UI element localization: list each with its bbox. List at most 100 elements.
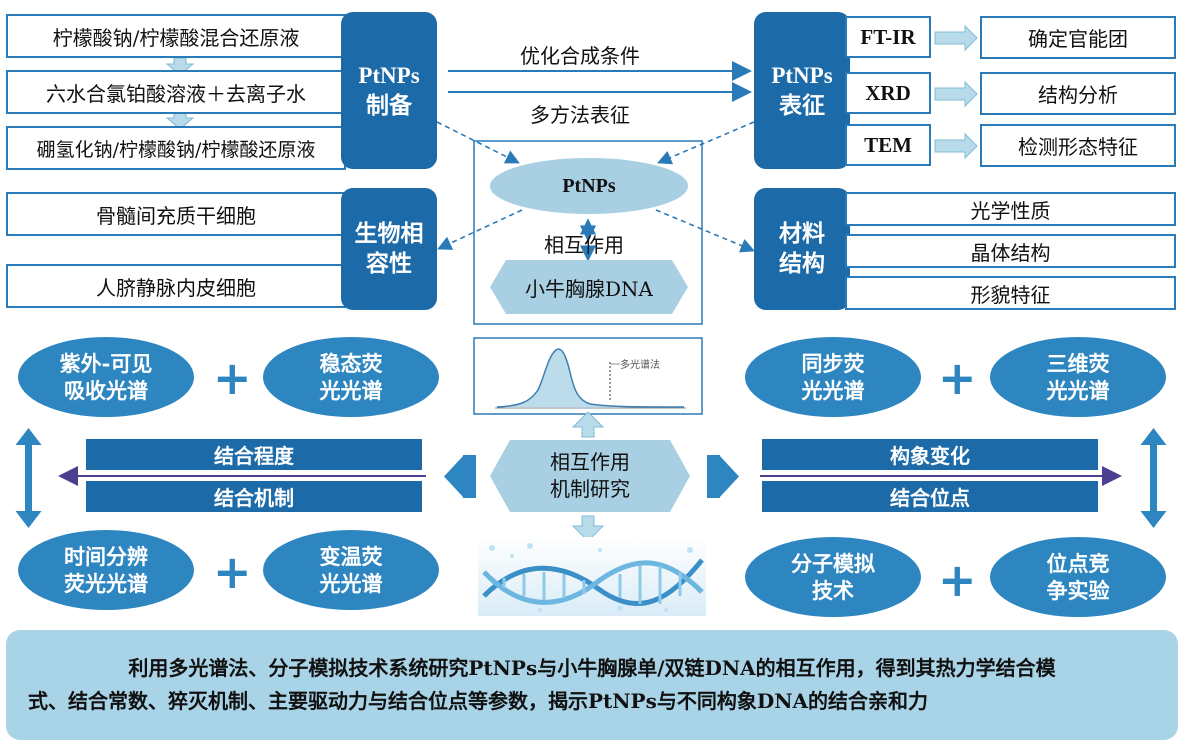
left-vertical-double-arrow (15, 428, 42, 528)
bio-cell-1-text: 骨髓间充质干细胞 (96, 203, 256, 228)
char-title-line2: 表征 (779, 91, 825, 119)
method-time-line2: 荧光光谱 (64, 571, 148, 596)
material-title-line1: 材料 (779, 220, 825, 248)
dna-helix-image (478, 537, 706, 616)
method-molecular-simulation: 分子模拟 技术 (745, 537, 921, 617)
method-vartemp-line1: 变温荧 (319, 543, 383, 569)
prep-to-ptnps-arrow (436, 121, 520, 164)
bio-title-line1: 生物相 (354, 220, 424, 248)
method-sync-line2: 光光谱 (801, 378, 865, 403)
plus-icon: + (938, 553, 977, 607)
method-vartemp-line2: 光光谱 (319, 571, 383, 596)
method-uv-vis: 紫外-可见 吸收光谱 (18, 337, 194, 417)
interaction-label: 相互作用 (544, 233, 624, 257)
bar-binding-site: 结合位点 (762, 481, 1098, 512)
bar-conformation-change: 构象变化 (762, 439, 1098, 470)
char-method-xrd: XRD (845, 72, 931, 114)
bar-binding-degree-text: 结合程度 (214, 444, 294, 468)
bio-cell-2-text: 人脐静脉内皮细胞 (96, 275, 256, 300)
bar-conformation-text: 构象变化 (890, 444, 970, 468)
char-to-ptnps-arrow (657, 121, 755, 165)
ptnps-ellipse-text: PtNPs (562, 174, 616, 197)
spectrum-box (473, 337, 703, 415)
char-title-line1: PtNPs (771, 62, 833, 88)
char-method-xrd-text: XRD (865, 80, 911, 105)
ptnps-ellipse: PtNPs (490, 158, 688, 214)
method-variable-temp: 变温荧 光光谱 (263, 530, 439, 610)
bio-box: 生物相 容性 (341, 188, 437, 310)
mechanism-label: 相互作用 机制研究 (490, 440, 690, 512)
material-item-2: 晶体结构 (845, 234, 1176, 268)
method-uv-vis-line2: 吸收光谱 (64, 378, 148, 403)
char-box: PtNPs 表征 (754, 12, 850, 169)
method-synchronous: 同步荧 光光谱 (745, 337, 921, 417)
method-3d-line1: 三维荧 (1046, 350, 1110, 376)
optimize-label: 优化合成条件 (520, 44, 640, 68)
prep-input-1-text: 柠檬酸钠/柠檬酸混合还原液 (52, 25, 300, 50)
material-item-2-text: 晶体结构 (970, 240, 1051, 265)
up-arrow-to-spectrum (571, 411, 605, 438)
bar-binding-mechanism-text: 结合机制 (214, 486, 294, 510)
mechanism-line1: 相互作用 (550, 450, 630, 474)
method-molsim-line2: 技术 (812, 578, 854, 603)
char-method-ftir: FT-IR (845, 16, 931, 58)
char-method-ftir-text: FT-IR (860, 24, 916, 49)
bio-title-line2: 容性 (366, 250, 412, 277)
char-result-2: 结构分析 (980, 72, 1176, 115)
spectrum-label: 多光谱法 (620, 360, 660, 371)
multi-char-label: 多方法表征 (530, 103, 630, 127)
char-result-1-text: 确定官能团 (1028, 27, 1128, 51)
mechanism-hexagon (490, 440, 690, 512)
prep-input-1: 柠檬酸钠/柠檬酸混合还原液 (6, 14, 346, 58)
dna-label-text: 小牛胸腺DNA (525, 276, 653, 301)
material-item-1: 光学性质 (845, 192, 1176, 226)
bar-binding-site-text: 结合位点 (890, 486, 970, 510)
char-result-2-text: 结构分析 (1038, 83, 1118, 107)
material-item-3: 形貌特征 (845, 276, 1176, 310)
method-steady-line2: 光光谱 (319, 378, 383, 403)
mechanism-line2: 机制研究 (550, 477, 630, 501)
plus-icon: + (213, 351, 252, 405)
method-uv-vis-line1: 紫外-可见 (59, 350, 153, 376)
bio-cell-1: 骨髓间充质干细胞 (6, 192, 346, 236)
summary-line2: 式、结合常数、猝灭机制、主要驱动力与结合位点等参数，揭示PtNPs与不同构象DN… (28, 689, 928, 713)
method-site-competition: 位点竞 争实验 (990, 537, 1166, 617)
prep-input-3-text: 硼氢化钠/柠檬酸钠/柠檬酸还原液 (36, 138, 316, 161)
bio-cell-2: 人脐静脉内皮细胞 (6, 264, 346, 308)
material-title-line2: 结构 (779, 250, 825, 277)
right-vertical-double-arrow (1140, 428, 1167, 528)
method-site-line1: 位点竞 (1046, 550, 1110, 576)
summary-line1: 利用多光谱法、分子模拟技术系统研究PtNPs与小牛胸腺单/双链DNA的相互作用，… (128, 656, 1056, 680)
method-3d-line2: 光光谱 (1046, 378, 1110, 403)
prep-title-line1: PtNPs (358, 62, 420, 88)
prep-title-line2: 制备 (366, 91, 412, 119)
center-frame (473, 140, 703, 325)
prep-input-2-text: 六水合氯铂酸溶液＋去离子水 (46, 81, 306, 106)
prep-input-2: 六水合氯铂酸溶液＋去离子水 (6, 70, 346, 114)
method-molsim-line1: 分子模拟 (791, 550, 875, 576)
prep-input-3: 硼氢化钠/柠檬酸钠/柠檬酸还原液 (6, 126, 346, 170)
dna-label: 小牛胸腺DNA (490, 260, 688, 314)
spectrum-plot (495, 348, 686, 409)
down-arrow-to-dna (571, 515, 605, 542)
ptnps-to-bio-arrow (437, 209, 523, 250)
method-steady-line1: 稳态荧 (319, 350, 383, 376)
char-result-arrows (934, 24, 978, 160)
plus-icon: + (213, 545, 252, 599)
summary-box: 利用多光谱法、分子模拟技术系统研究PtNPs与小牛胸腺单/双链DNA的相互作用，… (6, 630, 1178, 740)
prep-box: PtNPs 制备 (341, 12, 437, 169)
plus-icon: + (938, 351, 977, 405)
material-box: 材料 结构 (754, 188, 850, 310)
method-sync-line1: 同步荧 (801, 350, 865, 376)
char-method-tem-text: TEM (864, 132, 912, 157)
dna-hexagon (490, 260, 688, 314)
char-result-3: 检测形态特征 (980, 124, 1176, 167)
method-steady-fluorescence: 稳态荧 光光谱 (263, 337, 439, 417)
bar-binding-degree: 结合程度 (86, 439, 422, 470)
method-3d-fluorescence: 三维荧 光光谱 (990, 337, 1166, 417)
method-time-line1: 时间分辨 (64, 543, 148, 569)
material-item-1-text: 光学性质 (970, 198, 1051, 223)
char-result-1: 确定官能团 (980, 16, 1176, 59)
ptnps-to-material-arrow (655, 209, 755, 253)
